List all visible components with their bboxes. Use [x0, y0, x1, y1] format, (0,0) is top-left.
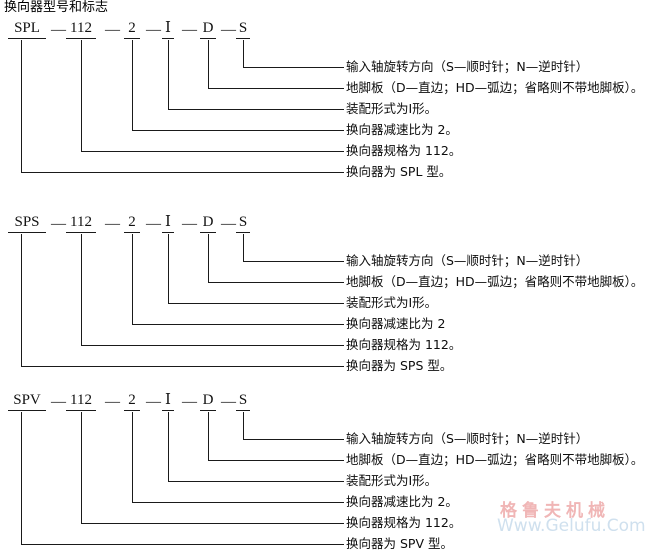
- code-separator-dash: —: [146, 216, 161, 232]
- leader-line-row-4: [132, 412, 344, 503]
- code-separator-dash: —: [221, 216, 236, 232]
- description-row-5: 换向器规格为 112。: [346, 143, 462, 158]
- leader-line-row-4: [132, 234, 344, 325]
- description-row-5: 换向器规格为 112。: [346, 515, 462, 530]
- description-row-3: 装配形式为Ⅰ形。: [346, 473, 438, 488]
- code-segment-5: D: [200, 20, 216, 39]
- code-segment-4: Ⅰ: [162, 214, 174, 233]
- code-segment-2: 112: [66, 214, 96, 233]
- code-separator-dash: —: [182, 216, 197, 232]
- code-separator-dash: —: [105, 394, 120, 410]
- description-row-4: 换向器减速比为 2。: [346, 122, 458, 137]
- code-separator-dash: —: [51, 394, 66, 410]
- description-row-2: 地脚板（D—直边；HD—弧边；省略则不带地脚板）。: [346, 452, 644, 467]
- leader-line-row-1: [243, 412, 344, 440]
- description-row-6: 换向器为 SPL 型。: [346, 164, 452, 179]
- leader-line-row-3: [168, 40, 344, 110]
- code-segment-2: 112: [66, 392, 96, 411]
- leader-line-row-2: [208, 234, 344, 283]
- code-segment-4: Ⅰ: [162, 392, 174, 411]
- leader-line-row-5: [81, 234, 344, 346]
- description-row-1: 输入轴旋转方向（S—顺时针；N—逆时针）: [346, 253, 589, 268]
- code-separator-dash: —: [182, 22, 197, 38]
- code-separator-dash: —: [105, 216, 120, 232]
- description-row-2: 地脚板（D—直边；HD—弧边；省略则不带地脚板）。: [346, 274, 644, 289]
- description-row-4: 换向器减速比为 2: [346, 316, 446, 331]
- leader-line-row-3: [168, 412, 344, 482]
- code-segment-4: Ⅰ: [162, 20, 174, 39]
- code-separator-dash: —: [51, 216, 66, 232]
- description-row-3: 装配形式为Ⅰ形。: [346, 101, 438, 116]
- code-segment-6: S: [236, 20, 250, 39]
- code-segment-1: SPL: [8, 20, 46, 39]
- code-segment-6: S: [236, 214, 250, 233]
- code-separator-dash: —: [182, 394, 197, 410]
- leader-line-row-3: [168, 234, 344, 304]
- description-row-2: 地脚板（D—直边；HD—弧边；省略则不带地脚板）。: [346, 80, 644, 95]
- leader-line-row-6: [21, 234, 344, 367]
- code-separator-dash: —: [146, 394, 161, 410]
- description-row-1: 输入轴旋转方向（S—顺时针；N—逆时针）: [346, 431, 589, 446]
- code-segment-5: D: [200, 214, 216, 233]
- code-segment-1: SPS: [8, 214, 46, 233]
- code-segment-1: SPV: [8, 392, 46, 411]
- leader-line-row-6: [21, 40, 344, 173]
- code-separator-dash: —: [51, 22, 66, 38]
- code-segment-3: 2: [124, 392, 140, 411]
- code-separator-dash: —: [221, 394, 236, 410]
- code-segment-2: 112: [66, 20, 96, 39]
- code-segment-6: S: [236, 392, 250, 411]
- leader-line-row-4: [132, 40, 344, 131]
- code-separator-dash: —: [105, 22, 120, 38]
- code-separator-dash: —: [146, 22, 161, 38]
- description-row-4: 换向器减速比为 2。: [346, 494, 458, 509]
- leader-line-row-6: [21, 412, 344, 545]
- code-segment-3: 2: [124, 214, 140, 233]
- description-row-6: 换向器为 SPS 型。: [346, 358, 453, 373]
- code-separator-dash: —: [221, 22, 236, 38]
- description-row-3: 装配形式为Ⅰ形。: [346, 295, 438, 310]
- description-row-6: 换向器为 SPV 型。: [346, 536, 453, 551]
- leader-line-row-2: [208, 412, 344, 461]
- code-segment-3: 2: [124, 20, 140, 39]
- page-title: 换向器型号和标志: [4, 0, 109, 15]
- leader-line-row-1: [243, 40, 344, 68]
- leader-line-row-5: [81, 40, 344, 152]
- leader-line-row-5: [81, 412, 344, 524]
- leader-line-row-2: [208, 40, 344, 89]
- description-row-1: 输入轴旋转方向（S—顺时针；N—逆时针）: [346, 59, 589, 74]
- leader-line-row-1: [243, 234, 344, 262]
- description-row-5: 换向器规格为 112。: [346, 337, 462, 352]
- code-segment-5: D: [200, 392, 216, 411]
